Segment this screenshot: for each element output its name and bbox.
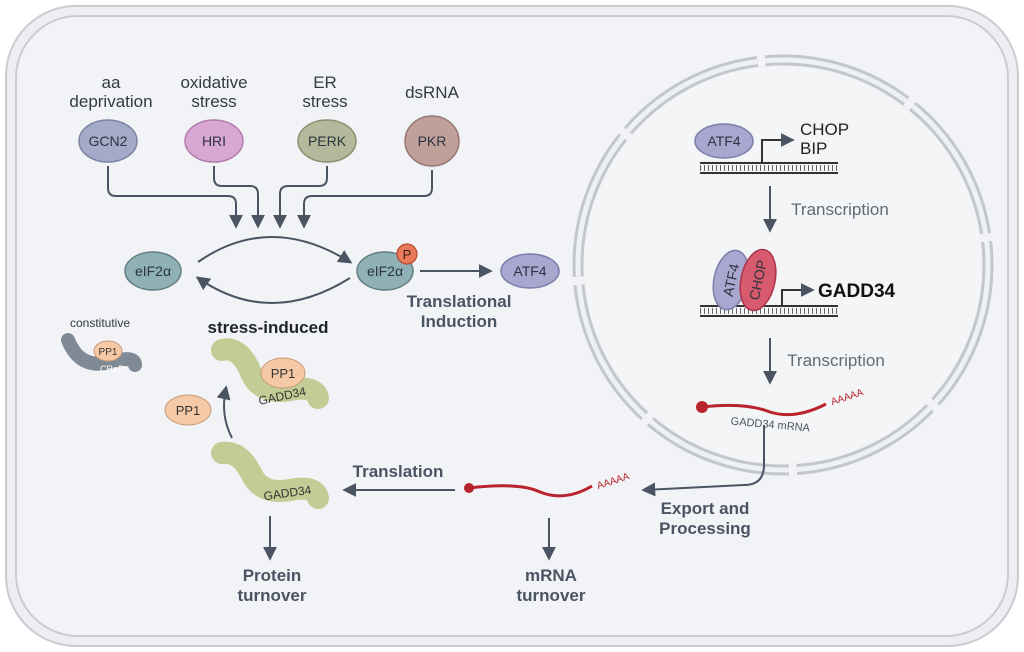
translational-induction-line1: Translational (407, 292, 512, 311)
kinase-pkr-label: PKR (418, 133, 447, 149)
kinase-gcn2-label: GCN2 (89, 133, 128, 149)
target-bip: BIP (800, 139, 827, 158)
stressor-labels: aa deprivation oxidative stress ER stres… (69, 73, 459, 111)
eif2a-phospho: eIF2α P (356, 243, 418, 291)
stressor-er-line2: stress (302, 92, 347, 111)
kinase-perk-label: PERK (308, 133, 347, 149)
target-chop: CHOP (800, 120, 849, 139)
stress-induced-label: stress-induced (208, 318, 329, 337)
stressor-aa-line2: deprivation (69, 92, 152, 111)
tss-arrow-2 (781, 283, 815, 306)
atf4-nuclear-label: ATF4 (707, 133, 740, 149)
kinase-pkr: PKR (404, 115, 460, 167)
kinase-arrows (107, 166, 433, 229)
pp1-free: PP1 (164, 394, 212, 426)
crep-label: CReP (100, 364, 124, 374)
atf4-cytoplasm: ATF4 (500, 253, 560, 289)
eif2a-left: eIF2α (124, 251, 182, 291)
crep-complex: PP1 CReP (61, 333, 142, 374)
eif2a-cycle (195, 236, 353, 304)
pp1-constitutive-label: PP1 (99, 347, 118, 358)
mrna-turnover-line2: turnover (517, 586, 586, 605)
atf4-dimer-label: ATF4 (720, 262, 743, 298)
stressor-oxidative-line1: oxidative (180, 73, 247, 92)
export-line1: Export and (661, 499, 750, 518)
tss-arrow-1 (761, 133, 795, 163)
nuclear-membrane (572, 54, 994, 476)
export-arrow (641, 425, 765, 497)
pp1-bound (260, 357, 306, 389)
translational-induction-line2: Induction (421, 312, 497, 331)
mrna-turnover-line1: mRNA (525, 566, 577, 585)
export-line2: Processing (659, 519, 751, 538)
constitutive-label: constitutive (70, 316, 130, 330)
kinase-perk: PERK (297, 119, 357, 163)
kinase-hri-label: HRI (202, 133, 226, 149)
atf4-cytoplasm-label: ATF4 (513, 263, 546, 279)
stressor-dsrna: dsRNA (405, 83, 460, 102)
dna-strand-1 (700, 162, 838, 174)
gadd34-free-label: GADD34 (263, 483, 313, 504)
stressor-er-line1: ER (313, 73, 337, 92)
kinase-gcn2: GCN2 (78, 119, 138, 163)
assembly-arrow (216, 385, 233, 439)
atf4-nuclear: ATF4 (694, 123, 754, 159)
translation-label: Translation (353, 462, 444, 481)
protein-turnover-line1: Protein (243, 566, 302, 585)
pp1-bound-label: PP1 (271, 366, 296, 381)
eif2a-left-label: eIF2α (135, 263, 171, 279)
gadd34-gene: GADD34 (818, 281, 896, 302)
gadd34-free: GADD34 (211, 441, 329, 509)
stressor-aa-line1: aa (102, 73, 121, 92)
transcription-label-1: Transcription (791, 200, 889, 219)
pp1-constitutive (93, 340, 123, 362)
phosphate-label: P (403, 247, 412, 262)
kinase-hri: HRI (184, 119, 244, 163)
stressor-oxidative-line2: stress (191, 92, 236, 111)
pp1-free-label: PP1 (176, 403, 201, 418)
phosphate-badge (396, 243, 418, 265)
atf4-chop-dimer: ATF4 CHOP (712, 248, 777, 312)
transcription-label-2: Transcription (787, 351, 885, 370)
eif2a-phospho-label: eIF2α (367, 263, 403, 279)
protein-turnover-line2: turnover (238, 586, 307, 605)
